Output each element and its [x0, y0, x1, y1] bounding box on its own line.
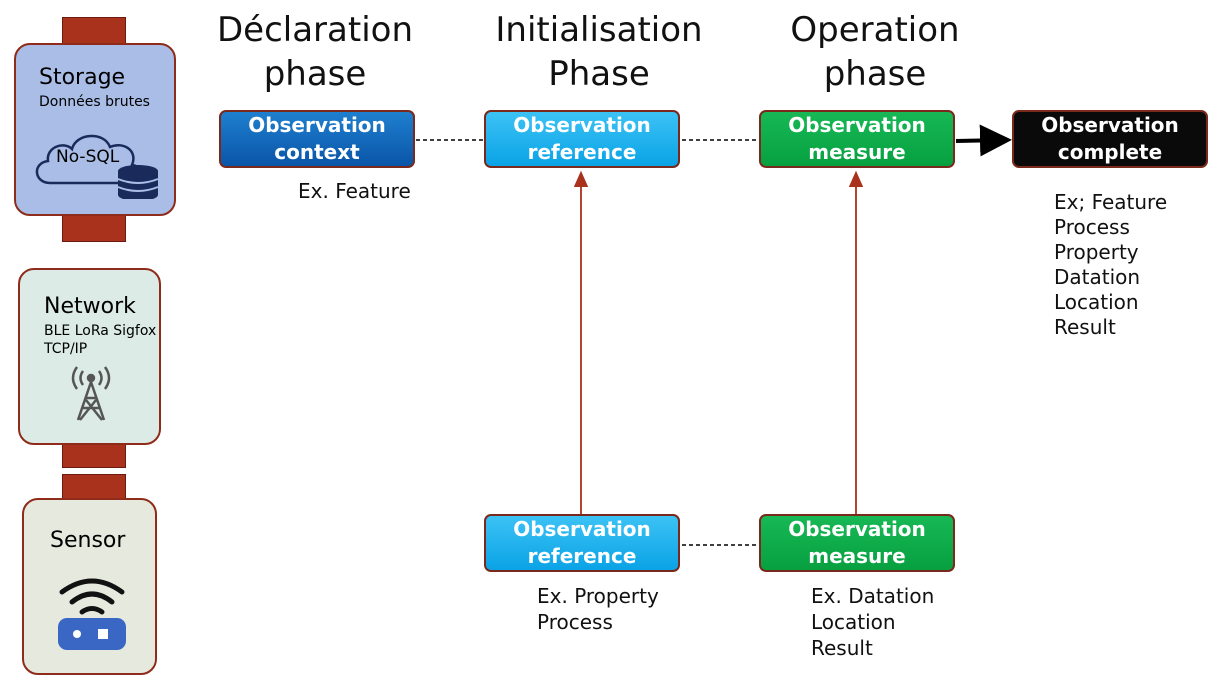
- observation-context-box[interactable]: Observation context: [219, 110, 415, 168]
- observation-reference-box-bottom[interactable]: Observation reference: [484, 514, 680, 572]
- observation-reference-box-top[interactable]: Observation reference: [484, 110, 680, 168]
- phase-title-initialisation: Initialisation Phase: [484, 8, 714, 96]
- observation-complete-line1: Observation: [1041, 113, 1179, 137]
- note-line: Ex. Feature: [298, 179, 411, 203]
- cloud-label: No-SQL: [56, 147, 120, 167]
- observation-reference-top-line2: reference: [527, 140, 637, 164]
- phase-declaration-line1: Déclaration: [216, 10, 413, 50]
- network-subtitle-2: TCP/IP: [44, 341, 88, 357]
- phase-initialisation-line2: Phase: [548, 54, 650, 94]
- note-line: Ex; Feature: [1054, 190, 1168, 214]
- phase-title-declaration: Déclaration phase: [200, 8, 430, 96]
- sensor-title: Sensor: [50, 528, 126, 553]
- note-line: Process: [537, 610, 613, 634]
- note-line: Process: [1054, 215, 1130, 239]
- stack-connector: [62, 214, 126, 242]
- wifi-device-icon: [56, 574, 128, 654]
- phase-initialisation-line1: Initialisation: [495, 10, 703, 50]
- note-context: Ex. Feature: [298, 179, 411, 204]
- antenna-tower-icon: [66, 366, 116, 422]
- stack-connector: [62, 442, 126, 468]
- arrow-measure-to-complete: [955, 124, 1012, 157]
- observation-reference-top-line1: Observation: [513, 113, 651, 137]
- observation-measure-box-bottom[interactable]: Observation measure: [759, 514, 955, 572]
- note-complete: Ex; Feature Process Property Datation Lo…: [1054, 190, 1167, 340]
- storage-tier: Storage Données brutes No-SQL: [14, 43, 176, 216]
- phase-declaration-line2: phase: [263, 54, 367, 94]
- note-measure-bottom: Ex. Datation Location Result: [811, 583, 934, 661]
- network-subtitle-1: BLE LoRa Sigfox: [44, 323, 157, 339]
- note-line: Ex. Datation: [811, 584, 935, 608]
- observation-complete-box[interactable]: Observation complete: [1012, 110, 1208, 168]
- phase-operation-line2: phase: [823, 54, 927, 94]
- observation-context-line2: context: [274, 140, 360, 164]
- note-line: Location: [1054, 290, 1139, 314]
- phase-title-operation: Operation phase: [760, 8, 990, 96]
- observation-measure-top-line1: Observation: [788, 113, 926, 137]
- cloud-database-icon: No-SQL: [28, 127, 168, 201]
- observation-measure-bottom-line2: measure: [808, 544, 906, 568]
- network-tier: Network BLE LoRa Sigfox TCP/IP: [18, 268, 161, 445]
- sensor-tier: Sensor: [22, 498, 157, 675]
- note-line: Datation: [1054, 265, 1141, 289]
- observation-complete-line2: complete: [1057, 140, 1163, 164]
- note-line: Ex. Property: [537, 584, 659, 608]
- stack-connector: [62, 474, 126, 500]
- observation-context-line1: Observation: [248, 113, 386, 137]
- note-line: Result: [811, 636, 873, 660]
- network-title: Network: [44, 294, 136, 319]
- storage-title: Storage: [39, 65, 126, 90]
- note-reference-bottom: Ex. Property Process: [537, 583, 659, 635]
- note-line: Property: [1054, 240, 1139, 264]
- phase-operation-line1: Operation: [790, 10, 960, 50]
- observation-measure-box-top[interactable]: Observation measure: [759, 110, 955, 168]
- observation-measure-top-line2: measure: [808, 140, 906, 164]
- note-line: Location: [811, 610, 896, 634]
- note-line: Result: [1054, 315, 1116, 339]
- observation-reference-bottom-line1: Observation: [513, 517, 651, 541]
- storage-subtitle: Données brutes: [39, 94, 150, 110]
- observation-reference-bottom-line2: reference: [527, 544, 637, 568]
- observation-measure-bottom-line1: Observation: [788, 517, 926, 541]
